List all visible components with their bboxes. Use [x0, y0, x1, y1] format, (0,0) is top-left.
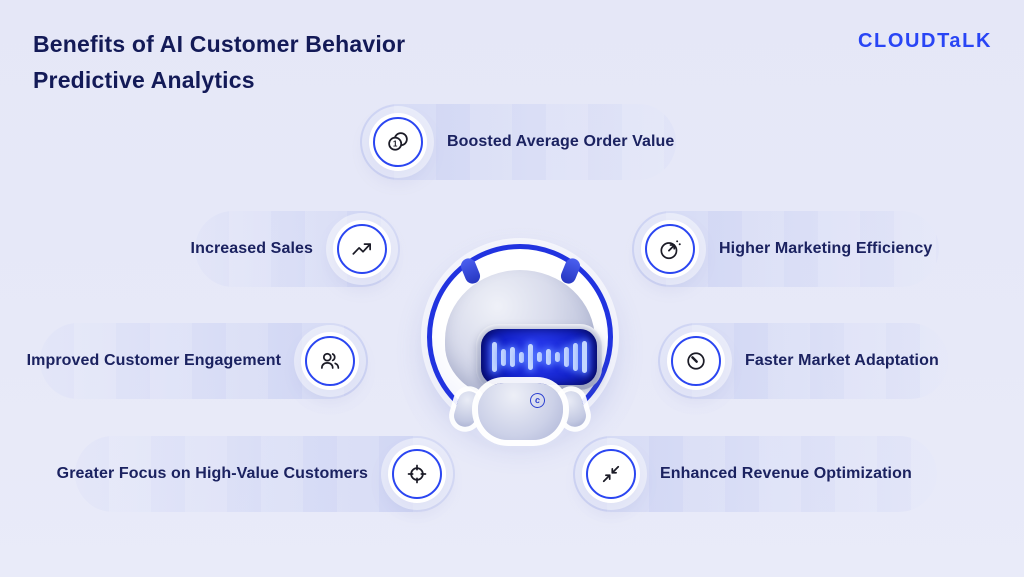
benefit-pill-market-adaptation: Faster Market Adaptation — [658, 323, 948, 399]
benefit-icon-circle — [301, 332, 359, 390]
soundwave-bar — [581, 341, 587, 373]
soundwave-bar — [509, 347, 515, 367]
page-title-line1: Benefits of AI Customer Behavior — [33, 31, 406, 57]
benefit-label: Faster Market Adaptation — [745, 352, 939, 369]
benefit-icon-circle — [333, 220, 391, 278]
robot-mascot-frame: c — [427, 244, 613, 450]
robot-head — [445, 270, 602, 400]
page-title-line2: Predictive Analytics — [33, 67, 255, 93]
speed-timer-icon — [660, 240, 681, 260]
soundwave-bar — [518, 351, 524, 363]
page-title: Benefits of AI Customer Behavior Predict… — [33, 26, 405, 98]
soundwave-bar — [554, 352, 560, 362]
benefit-label: Boosted Average Order Value — [447, 133, 675, 150]
coins-icon: 1 — [388, 132, 408, 151]
soundwave-bar — [545, 349, 551, 365]
benefit-icon-ring — [645, 224, 695, 274]
soundwave-bar — [491, 342, 497, 372]
benefit-pill-high-value-customers: Greater Focus on High-Value Customers — [57, 436, 455, 512]
benefit-pill-marketing-efficiency: Higher Marketing Efficiency — [632, 211, 939, 287]
benefit-icon-circle: 1 — [369, 113, 427, 171]
robot-soundwave-screen — [481, 329, 597, 385]
benefit-pill-increased-sales: Increased Sales — [191, 211, 400, 287]
benefit-icon-circle — [388, 445, 446, 503]
crosshair-target-icon — [407, 464, 427, 484]
benefit-pill-revenue-optimization: Enhanced Revenue Optimization — [573, 436, 937, 512]
benefit-pill-customer-engagement: Improved Customer Engagement — [27, 323, 368, 399]
benefit-icon-ring — [586, 449, 636, 499]
benefit-label: Increased Sales — [190, 240, 313, 257]
svg-text:1: 1 — [393, 140, 398, 149]
trending-up-icon — [352, 243, 371, 255]
users-icon — [321, 352, 340, 369]
robot-mascot: c — [427, 244, 613, 450]
soundwave-bar — [536, 352, 542, 362]
gauge-icon — [687, 352, 705, 370]
benefit-icon-ring — [392, 449, 442, 499]
benefit-icon-circle — [582, 445, 640, 503]
benefit-label: Higher Marketing Efficiency — [719, 240, 933, 257]
benefit-label: Improved Customer Engagement — [26, 352, 281, 369]
soundwave-bar — [527, 344, 533, 370]
robot-body: c — [478, 383, 563, 440]
benefit-icon-ring — [305, 336, 355, 386]
benefit-label: Greater Focus on High-Value Customers — [56, 465, 368, 482]
cloudtalk-logo: CLOUDTaLK — [857, 29, 992, 53]
benefit-icon-ring — [671, 336, 721, 386]
benefit-icon-circle — [641, 220, 699, 278]
robot-visor — [476, 324, 602, 390]
compress-arrows-icon — [602, 465, 620, 483]
benefit-icon-ring: 1 — [373, 117, 423, 167]
benefit-pill-boosted-aov: 1 Boosted Average Order Value — [360, 104, 676, 180]
benefit-icon-circle — [667, 332, 725, 390]
benefit-icon-ring — [337, 224, 387, 274]
soundwave-bar — [500, 348, 506, 366]
benefit-label: Enhanced Revenue Optimization — [660, 465, 912, 482]
soundwave-bar — [572, 343, 578, 371]
soundwave-bar — [563, 347, 569, 367]
chest-logo-mark: c — [528, 391, 547, 410]
